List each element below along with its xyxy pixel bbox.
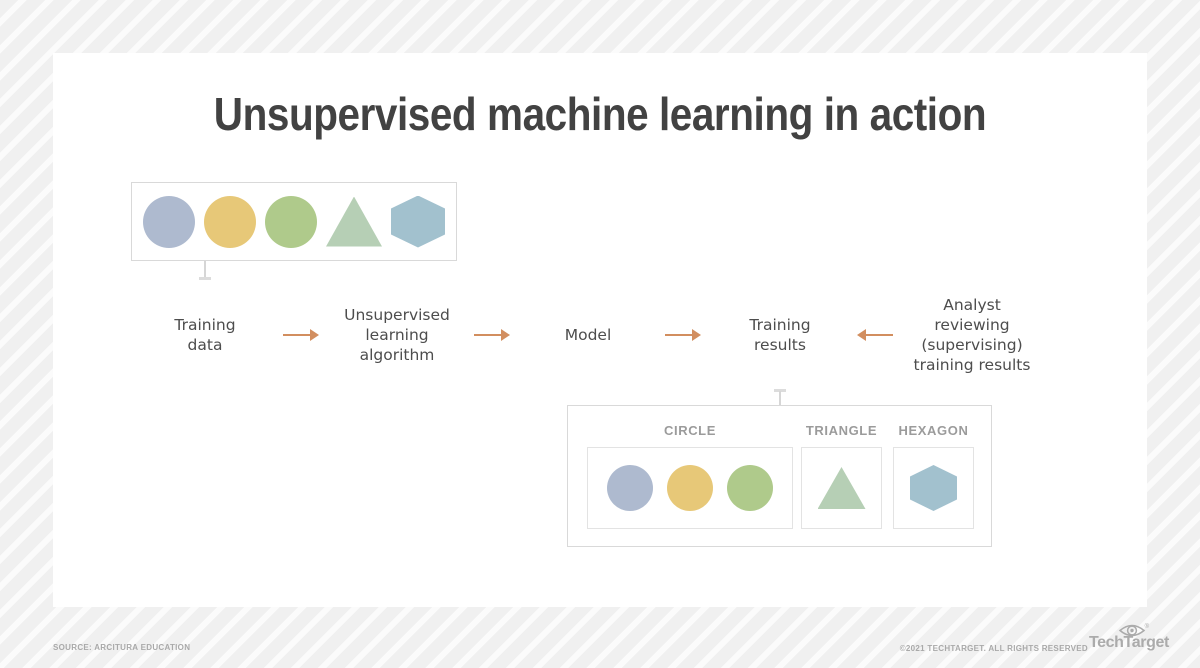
connector-input-to-flow-cap — [199, 277, 211, 280]
techtarget-logo: ® TechTarget — [1089, 623, 1169, 651]
arrow-right-icon — [283, 329, 319, 341]
copyright-text: ©2021 TECHTARGET. ALL RIGHTS RESERVED — [899, 644, 1088, 653]
flow-box-training-results: Training results — [705, 285, 855, 385]
flow-box-label: Training data — [174, 316, 236, 354]
flow-box-label: Unsupervised learning algorithm — [344, 306, 450, 364]
flow-box-unsupervised-learning-algorithm: Unsupervised learning algorithm — [322, 285, 472, 385]
triangle-green-icon — [817, 467, 866, 509]
registered-trademark-icon: ® — [1144, 624, 1149, 630]
connector-input-to-flow-line — [204, 261, 206, 278]
group-label-hexagon: HEXAGON — [898, 423, 969, 438]
group-box-hexagon — [893, 447, 974, 529]
arrow-right-icon — [665, 329, 701, 341]
flow-box-label: Analyst reviewing (supervising) training… — [913, 296, 1031, 374]
connector-flow-to-results-cap — [774, 389, 786, 392]
techtarget-eye-icon — [1118, 624, 1146, 637]
arrow-right-icon — [474, 329, 510, 341]
circle-green-icon — [265, 195, 317, 248]
flow-box-label: Model — [564, 326, 612, 344]
circle-blue-icon — [143, 195, 195, 248]
training-results-panel: CIRCLE TRIANGLE HEXAGON — [567, 405, 992, 547]
arrow-left-icon — [857, 329, 893, 341]
circle-green-icon — [727, 465, 773, 511]
group-label-circle: CIRCLE — [664, 423, 716, 438]
group-label-triangle: TRIANGLE — [805, 423, 878, 438]
flow-box-label: Training results — [749, 316, 811, 354]
group-box-circle — [587, 447, 793, 529]
flow-box-training-data: Training data — [130, 285, 280, 385]
flow-box-model: Model — [513, 285, 663, 385]
content-card: Unsupervised machine learning in action … — [53, 53, 1147, 607]
page-title: Unsupervised machine learning in action — [213, 88, 987, 140]
flow-box-analyst-reviewing: Analyst reviewing (supervising) training… — [897, 285, 1047, 385]
hexagon-blue-icon — [910, 465, 957, 511]
connector-flow-to-results-line — [779, 391, 781, 405]
techtarget-wordmark: TechTarget — [1089, 634, 1169, 651]
source-credit: SOURCE: ARCITURA EDUCATION — [53, 643, 191, 652]
training-data-shapes-panel — [131, 182, 457, 261]
circle-blue-icon — [607, 465, 653, 511]
triangle-green-icon — [326, 196, 382, 247]
group-box-triangle — [801, 447, 882, 529]
circle-yellow-icon — [204, 195, 256, 248]
circle-yellow-icon — [667, 465, 713, 511]
hexagon-blue-icon — [391, 195, 445, 248]
